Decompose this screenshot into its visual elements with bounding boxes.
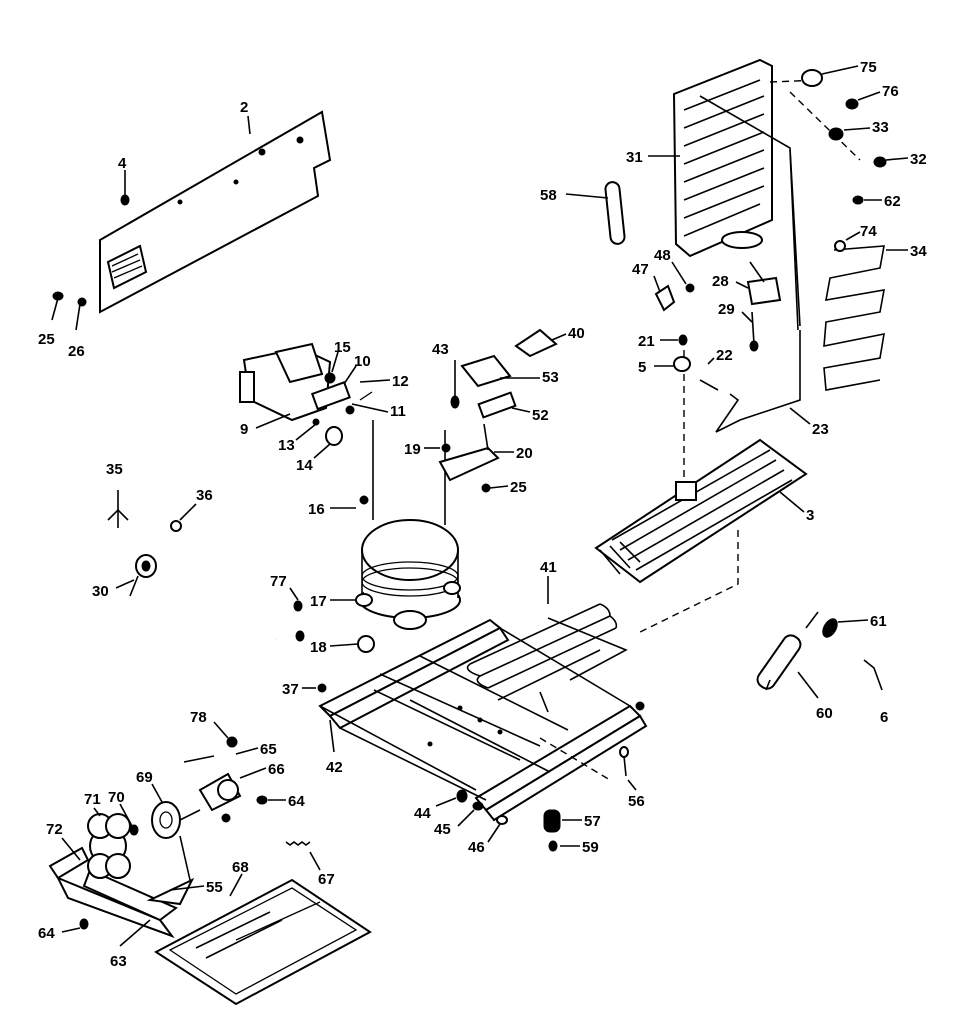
- thermostat-part: [746, 261, 782, 352]
- callout-label: 11: [390, 403, 406, 420]
- callout-label: 34: [910, 243, 927, 260]
- callout-label: 3: [806, 507, 814, 524]
- callout-label: 35: [106, 461, 123, 478]
- spring-part: [285, 841, 311, 846]
- callout-label: 55: [206, 879, 223, 896]
- grommet-part: [543, 809, 561, 852]
- callout-label: 61: [870, 613, 887, 630]
- callout-label: 48: [654, 247, 671, 264]
- bracket-part: [438, 328, 558, 493]
- evaporator-part: [672, 58, 801, 331]
- callout-label: 57: [584, 813, 601, 830]
- callout-label: 28: [712, 273, 729, 290]
- callout-label: 45: [434, 821, 451, 838]
- back-panel-part: [99, 110, 332, 314]
- callout-label: 37: [282, 681, 299, 698]
- drain-coil-part: [466, 603, 628, 713]
- callout-label: 36: [196, 487, 213, 504]
- callout-label: 62: [884, 193, 901, 210]
- defrost-heater-part: [594, 438, 808, 584]
- heater-coil-part: [823, 240, 885, 391]
- callout-label: 40: [568, 325, 585, 342]
- tube-fittings-part: [673, 330, 801, 433]
- callout-label: 32: [910, 151, 927, 168]
- callout-label: 72: [46, 821, 63, 838]
- callout-label: 13: [278, 437, 295, 454]
- callout-label: 30: [92, 583, 109, 600]
- callout-label: 53: [542, 369, 559, 386]
- callout-label: 63: [110, 953, 127, 970]
- callout-label: 6: [880, 709, 888, 726]
- callout-label: 9: [240, 421, 248, 438]
- callout-label: 65: [260, 741, 277, 758]
- grommet-part: [129, 554, 157, 597]
- callout-label: 78: [190, 709, 207, 726]
- callout-label: 25: [38, 331, 55, 348]
- callout-label: 10: [354, 353, 371, 370]
- clip-part: [863, 659, 883, 691]
- screw-part: [619, 746, 629, 777]
- callout-label: 16: [308, 501, 325, 518]
- grommet-part: [822, 618, 838, 638]
- callout-label: 12: [392, 373, 409, 390]
- drier-part: [756, 611, 819, 691]
- callout-label: 17: [310, 593, 327, 610]
- callout-label: 75: [860, 59, 877, 76]
- callout-label: 77: [270, 573, 287, 590]
- callout-label: 31: [626, 149, 643, 166]
- callout-label: 4: [118, 155, 127, 172]
- callout-label: 59: [582, 839, 599, 856]
- callout-label: 19: [404, 441, 421, 458]
- callout-label: 18: [310, 639, 327, 656]
- callout-label: 64: [38, 925, 55, 942]
- screw-part: [293, 600, 305, 642]
- callout-label: 42: [326, 759, 343, 776]
- clip-part: [107, 490, 129, 528]
- callout-label: 60: [816, 705, 833, 722]
- callout-label: 58: [540, 187, 557, 204]
- drain-pan-part: [154, 878, 372, 1006]
- callout-label: 64: [288, 793, 305, 810]
- callout-label: 52: [532, 407, 549, 424]
- callout-label: 66: [268, 761, 285, 778]
- screw-part: [51, 291, 87, 331]
- callout-label: 23: [812, 421, 829, 438]
- screw-part: [456, 789, 508, 825]
- callout-label: 15: [334, 339, 351, 356]
- condenser-tube-part: [170, 520, 278, 641]
- callout-label: 25: [510, 479, 527, 496]
- callout-label: 74: [860, 223, 877, 240]
- screw-part: [120, 180, 130, 206]
- callout-label: 22: [716, 347, 733, 364]
- callout-label: 68: [232, 859, 249, 876]
- clip-part: [654, 283, 695, 312]
- small-parts-right: [801, 69, 887, 205]
- callout-label: 47: [632, 261, 649, 278]
- callout-label: 67: [318, 871, 335, 888]
- callout-label: 26: [68, 343, 85, 360]
- callout-label: 46: [468, 839, 485, 856]
- base-frame-part: [317, 618, 648, 822]
- callout-label: 20: [516, 445, 533, 462]
- callout-label: 43: [432, 341, 449, 358]
- callout-label: 76: [882, 83, 899, 100]
- relay-part: [239, 342, 373, 446]
- callout-label: 2: [240, 99, 248, 116]
- callout-label: 21: [638, 333, 655, 350]
- callout-label: 33: [872, 119, 889, 136]
- callout-label: 29: [718, 301, 735, 318]
- callout-label: 44: [414, 805, 431, 822]
- callout-label: 70: [108, 789, 125, 806]
- callout-label: 5: [638, 359, 646, 376]
- fan-motor-part: [48, 736, 268, 939]
- strip-part: [604, 181, 626, 245]
- callout-label: 14: [296, 457, 313, 474]
- callout-label: 69: [136, 769, 153, 786]
- callout-label: 56: [628, 793, 645, 810]
- callout-label: 41: [540, 559, 557, 576]
- callout-label: 71: [84, 791, 101, 808]
- callout-labels: 2 4 25 26 15 10 12 11 9 13 14 43 53: [38, 59, 927, 970]
- compressor-part: [355, 420, 461, 653]
